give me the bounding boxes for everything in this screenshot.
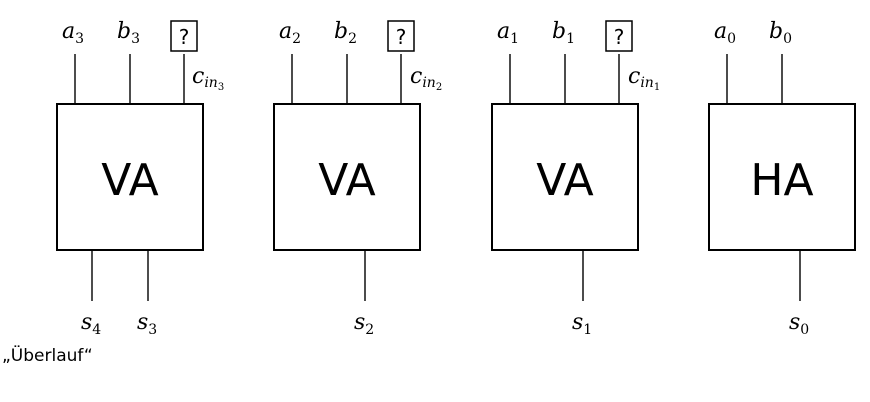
adder-block-0: HA a0 b0 s0 [708,19,856,338]
input-label-b2: b2 [334,19,357,47]
adder-block-3: VA a3 b3 ? cin3 s4 s3 [56,19,224,338]
output-label-s3: s3 [137,310,157,338]
input-label-b0: b0 [769,19,792,47]
output-label-s0: s0 [789,310,809,338]
overflow-note: „Überlauf“ [2,344,93,366]
half-adder-box [708,103,856,251]
input-label-a0: a0 [714,19,736,47]
unknown-carry-box [170,20,198,52]
output-label-s4: s4 [81,310,101,338]
output-label-s1: s1 [572,310,592,338]
input-label-a1: a1 [497,19,519,47]
input-label-a2: a2 [279,19,301,47]
unknown-carry-mark: ? [614,25,625,49]
carry-label-3: cin3 [192,64,224,93]
unknown-carry-mark: ? [396,25,407,49]
block-label: VA [536,155,593,206]
block-label: VA [318,155,375,206]
carry-label-2: cin2 [410,64,442,93]
input-label-a3: a3 [62,19,84,47]
carry-label-1: cin1 [628,64,660,93]
input-label-b3: b3 [117,19,140,47]
unknown-carry-box [387,20,415,52]
block-label: VA [101,155,158,206]
adder-block-2: VA a2 b2 ? cin2 s2 [273,19,442,338]
full-adder-box [56,103,204,251]
full-adder-box [491,103,639,251]
unknown-carry-mark: ? [179,25,190,49]
adder-block-1: VA a1 b1 ? cin1 s1 [491,19,660,338]
unknown-carry-box [605,20,633,52]
output-label-s2: s2 [354,310,374,338]
input-label-b1: b1 [552,19,575,47]
block-label: HA [750,155,813,206]
